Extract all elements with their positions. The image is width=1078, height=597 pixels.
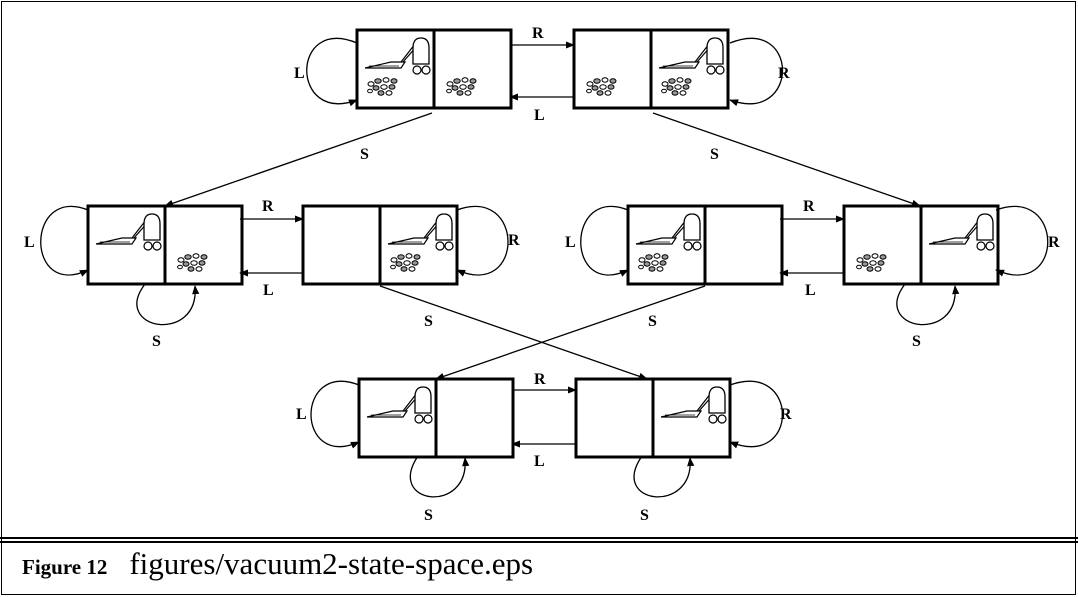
loop-s6-suck: [896, 283, 960, 326]
state-1: [355, 28, 513, 110]
label-left-s8-s7: L: [534, 453, 545, 470]
label-suck-loop-s7: S: [424, 507, 433, 524]
figure-number: Figure 12: [22, 555, 108, 579]
states-layer: [86, 28, 1000, 459]
label-right-s5-s6: R: [803, 198, 815, 215]
label-suck-loop-s6: S: [912, 333, 921, 350]
arrow-s2-to-s6-suck: [652, 112, 921, 207]
loop-s3-left: [40, 205, 89, 277]
label-right-loop-s8: R: [780, 406, 792, 423]
loop-s5-left: [580, 205, 629, 277]
label-left-s2-s1: L: [534, 107, 545, 124]
state-8: [574, 377, 732, 459]
state-3-room-b: [163, 204, 244, 286]
loop-s2-right: [729, 37, 783, 107]
label-right-loop-s6: R: [1048, 234, 1060, 251]
state-5-room-b: [703, 204, 784, 286]
loop-s3-suck: [136, 283, 200, 326]
arrow-s4-to-s8-suck: [379, 285, 648, 380]
loop-s8-right: [729, 380, 783, 449]
loop-s6-right: [995, 205, 1049, 277]
label-right-loop-s4: R: [508, 232, 520, 249]
state-7-room-b: [434, 377, 515, 459]
loop-s1-left: [306, 37, 358, 107]
label-right-s7-s8: R: [534, 371, 546, 388]
state-4: [301, 204, 459, 286]
label-right-loop-s2: R: [778, 65, 790, 82]
figure-filename: figures/vacuum2-state-space.eps: [129, 546, 534, 581]
loop-s7-suck: [409, 455, 470, 498]
loop-s7-left: [310, 380, 360, 449]
state-2-room-a: [572, 28, 653, 110]
state-6-room-a: [842, 204, 923, 286]
label-suck-s2-s6: S: [710, 146, 719, 163]
label-suck-s1-s3: S: [360, 146, 369, 163]
label-suck-s5-s7: S: [648, 313, 657, 330]
label-suck-s4-s8: S: [424, 313, 433, 330]
state-6: [842, 204, 1000, 286]
label-left-loop-s5: L: [565, 234, 576, 251]
label-left-loop-s1: L: [294, 65, 305, 82]
state-1-room-b: [432, 28, 513, 110]
caption-rule-top: [0, 537, 1078, 539]
label-right-s1-s2: R: [532, 25, 544, 42]
caption-rule-bottom: [0, 541, 1078, 543]
arrow-s1-to-s3-suck: [164, 112, 433, 207]
state-space-diagram: R L L R S S R L L R S R L L R S S S R L …: [24, 25, 1060, 524]
state-7: [357, 377, 515, 459]
label-left-s6-s5: L: [805, 282, 816, 299]
label-suck-loop-s8: S: [640, 507, 649, 524]
figure-caption: Figure 12 figures/vacuum2-state-space.ep…: [22, 546, 533, 586]
label-suck-loop-s3: S: [152, 333, 161, 350]
label-left-loop-s3: L: [24, 234, 35, 251]
label-right-s3-s4: R: [262, 198, 274, 215]
state-4-room-a: [301, 204, 382, 286]
label-left-s4-s3: L: [263, 282, 274, 299]
loop-s4-right: [456, 205, 509, 277]
edge-labels: R L L R S S R L L R S R L L R S S S R L …: [24, 25, 1060, 524]
label-left-loop-s7: L: [296, 406, 307, 423]
state-5: [626, 204, 784, 286]
transitions-layer: [40, 37, 1049, 498]
state-8-room-a: [574, 377, 655, 459]
loop-s8-suck: [633, 455, 695, 498]
state-2: [572, 28, 730, 110]
state-3: [86, 204, 244, 286]
arrow-s5-to-s7-suck: [435, 285, 706, 380]
